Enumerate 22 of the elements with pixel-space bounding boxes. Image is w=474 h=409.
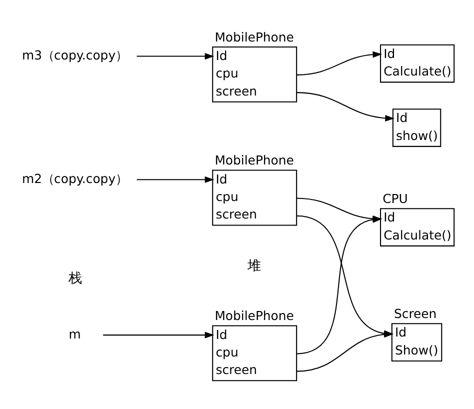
node-label: MobilePhone [214,28,294,44]
node-label: Screen [393,306,436,321]
node-box: Id Calculate() [379,208,454,246]
node-label: MobilePhone [214,308,294,323]
arrow [136,176,214,182]
arrow [296,92,394,121]
node-text: m2（copy.copy） [22,170,128,186]
arrow [102,331,214,338]
node-box: Id cpu screen [212,324,297,381]
node-box: Id cpu screen [212,46,297,102]
node-label: MobilePhone [214,152,294,168]
node-box: Id cpu screen [212,169,297,226]
node-box: Id Calculate() [379,44,454,82]
node-text: m [68,326,80,341]
node-box: Id show() [392,108,441,146]
arrow [296,50,382,75]
arrow [136,52,214,60]
label: 堆 [247,258,260,274]
node-label: CPU [382,190,408,206]
node-box: Id Show() [390,322,442,361]
label: 栈 [68,270,81,286]
node-text: m3（copy.copy） [22,47,128,62]
